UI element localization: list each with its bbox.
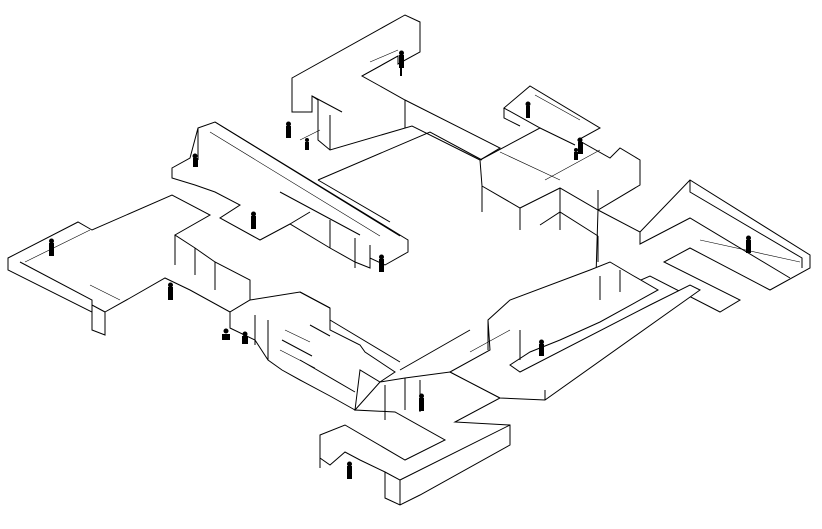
upper-left-wing <box>171 121 409 269</box>
person-silhouette-icon <box>305 138 309 150</box>
person-silhouette-icon <box>242 331 248 344</box>
person-silhouette-icon <box>192 153 198 167</box>
person-silhouette-icon <box>379 254 384 272</box>
person-silhouette-icon <box>286 121 291 138</box>
person-silhouette-icon <box>251 211 256 229</box>
person-silhouette-icon <box>746 235 751 253</box>
building-volumes <box>7 14 811 506</box>
person-silhouette-icon <box>222 328 230 340</box>
top-wing <box>291 14 502 161</box>
person-silhouette-icon <box>419 393 424 411</box>
person-silhouette-icon <box>168 282 173 300</box>
person-silhouette-icon <box>574 148 578 160</box>
person-silhouette-icon <box>525 101 531 118</box>
lower-right-corridor <box>448 261 701 401</box>
person-silhouette-icon <box>49 238 54 256</box>
person-silhouette-icon <box>577 137 583 154</box>
left-wing <box>7 194 251 336</box>
people-figures <box>49 50 751 479</box>
person-silhouette-icon <box>539 339 544 356</box>
top-right-wing <box>479 85 641 211</box>
person-silhouette-icon <box>399 50 404 76</box>
person-silhouette-icon <box>347 461 352 479</box>
courtyard-edge <box>289 131 599 371</box>
